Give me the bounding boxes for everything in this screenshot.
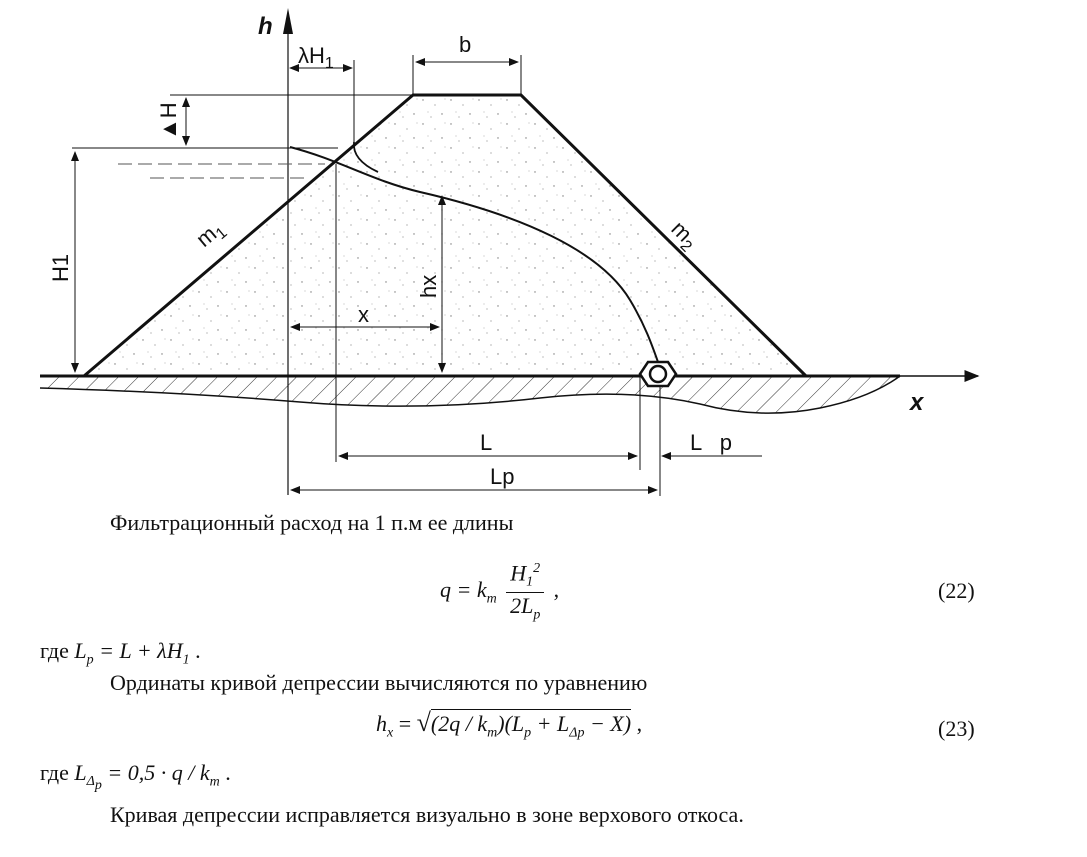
dam-filtration-diagram: h x λH1 b ▲H H1 m1 m2 hx x L L p Lp (39, 8, 980, 496)
hx-label: hx (416, 275, 441, 298)
paragraph-ordinates: Ординаты кривой депрессии вычисляются по… (110, 670, 648, 695)
b-label: b (459, 32, 471, 57)
paragraph-correction: Кривая депрессии исправляется визуально … (110, 802, 744, 827)
ground-contour (39, 375, 901, 414)
where-ldp: где LΔp = 0,5 · q / km . (40, 760, 231, 794)
h1-label: H1 (48, 254, 73, 282)
paragraph-flow-rate: Фильтрационный расход на 1 п.м ее длины (110, 510, 514, 535)
axis-h-label: h (258, 13, 273, 40)
where-lp: где Lp = L + λH1 . (40, 638, 201, 668)
dam-outline (83, 93, 808, 378)
lp-right-label: L p (690, 430, 732, 455)
axis-x-label: x (908, 389, 925, 416)
depression-curve (289, 146, 659, 363)
equation-22-number: (22) (938, 578, 975, 603)
corrected-curve (353, 141, 379, 173)
equation-23-number: (23) (938, 716, 975, 741)
equation-23: hx = √(2q / km)(Lp + LΔp − X) , (376, 708, 643, 741)
m1-label: m1 (191, 215, 231, 255)
h-axis-arrow (283, 8, 293, 34)
lp-label: Lp (490, 464, 514, 489)
ground-hatch (40, 376, 900, 414)
x-label: x (358, 302, 369, 327)
deltah-label: ▲H (156, 102, 181, 140)
drain-pipe-inner (648, 364, 668, 384)
l-label: L (480, 430, 492, 455)
lambda-h1-label: λH1 (298, 43, 334, 72)
